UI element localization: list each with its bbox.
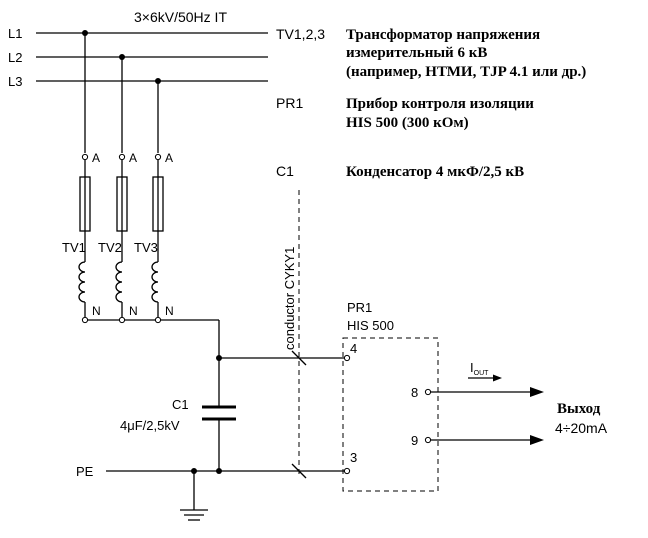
conductor-cable: conductor CYKY1 [282,190,307,479]
current-label: IOUT [470,360,489,377]
terminal-n-1 [81,316,89,324]
legend-desc-tv-line3: (например, НТМИ, TJP 4.1 или др.) [346,64,586,80]
terminal-n-label-1: N [92,304,101,318]
output-range: 4÷20mA [555,420,608,436]
legend-desc-tv-line2: измерительный 6 кВ [346,45,487,61]
output-arrow-9-icon [530,435,544,445]
device-name: PR1 [347,300,372,315]
terminal-n-label-2: N [129,304,138,318]
pin-4-label: 4 [350,341,357,356]
pin-9-label: 9 [411,433,418,448]
legend-code-tv: TV1,2,3 [276,26,325,42]
supply-label: 3×6kV/50Hz IT [134,9,227,25]
capacitor-value: 4μF/2,5kV [120,418,180,433]
pin-3-terminal [343,467,351,475]
device-box [342,337,439,492]
terminal-a-label-2: A [129,151,137,165]
terminal-a-3 [154,153,162,161]
pin-3-label: 3 [350,450,357,465]
phase-branch-2: A N TV2 [98,57,138,324]
phase-branch-1: A N TV1 [62,33,101,324]
pin-4-terminal [343,354,351,362]
output-label: Выход [557,401,601,417]
transformer-coil-3 [151,261,159,303]
pe-and-ground: PE [76,464,344,521]
line-label-l2: L2 [8,50,22,65]
legend-desc-c1: Конденсатор 4 мкФ/2,5 кВ [346,164,524,180]
device-model: HIS 500 [347,318,394,333]
junction-pe-capacitor [216,468,222,474]
device-pr1: PR1 HIS 500 4 3 8 9 [342,300,439,492]
neutral-and-capacitor: C1 4μF/2,5kV [88,319,344,471]
legend-desc-pr1-line2: HIS 500 (300 кОм) [346,115,469,131]
terminal-n-label-3: N [165,304,174,318]
transformer-label-1: TV1 [62,240,86,255]
cable-tick-bottom [291,463,307,479]
pin-9-terminal [424,436,432,444]
terminal-a-1 [81,153,89,161]
cable-tick-top [291,350,307,366]
legend: TV1,2,3 Трансформатор напряжения измерит… [276,26,586,180]
terminal-a-label-1: A [92,151,100,165]
terminal-n-2 [118,316,126,324]
legend-code-pr1: PR1 [276,95,303,111]
transformer-label-2: TV2 [98,240,122,255]
pin-8-label: 8 [411,385,418,400]
legend-desc-pr1-line1: Прибор контроля изоляции [346,96,534,112]
pe-label: PE [76,464,94,479]
output-arrow-8-icon [530,387,544,397]
current-arrow-icon [493,374,502,382]
line-label-l3: L3 [8,74,22,89]
transformer-coil-1 [78,261,86,303]
terminal-n-3 [154,316,162,324]
pin-8-terminal [424,388,432,396]
transformer-coil-2 [115,261,123,303]
legend-desc-tv-line1: Трансформатор напряжения [346,27,540,43]
terminal-a-2 [118,153,126,161]
line-label-l1: L1 [8,26,22,41]
transformer-label-3: TV3 [134,240,158,255]
phase-branch-3: A N TV3 [134,81,174,324]
legend-code-c1: C1 [276,163,294,179]
bus-lines: L1 L2 L3 3×6kV/50Hz IT [8,9,268,89]
conductor-label: conductor CYKY1 [282,247,297,350]
capacitor-label: C1 [172,397,189,412]
output-wires: IOUT Выход 4÷20mA [431,360,608,445]
terminal-a-label-3: A [165,151,173,165]
